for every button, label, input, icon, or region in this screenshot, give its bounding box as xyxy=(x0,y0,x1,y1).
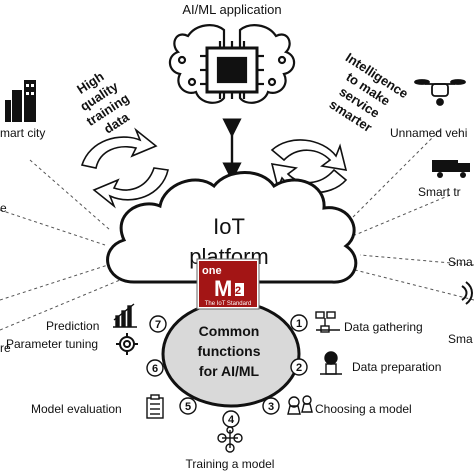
svg-text:5: 5 xyxy=(185,401,191,413)
step-circle-7: 7 xyxy=(149,315,167,333)
device-label-unnamed-vehicle: Unnamed vehi xyxy=(390,126,467,140)
step-circle-4: 4 xyxy=(222,410,240,428)
step-label-training-model: Training a model xyxy=(186,457,275,471)
svg-text:1: 1 xyxy=(296,318,302,330)
ai-chip-brain-icon xyxy=(168,24,296,104)
ai-ml-application-label: AI/ML application xyxy=(182,2,281,17)
choosing-model-icon xyxy=(287,395,313,415)
step-circle-1: 1 xyxy=(290,314,308,332)
step-circle-3: 3 xyxy=(262,397,280,415)
drone-icon xyxy=(414,79,466,106)
left-cycle-arrows-icon xyxy=(80,127,169,209)
svg-text:3: 3 xyxy=(268,401,274,413)
training-model-icon xyxy=(217,426,243,453)
step-label-choosing-model: Choosing a model xyxy=(315,402,412,416)
svg-text:M: M xyxy=(214,276,232,301)
svg-text:4: 4 xyxy=(228,414,235,426)
svg-text:7: 7 xyxy=(155,319,161,331)
device-label-left-re: re xyxy=(0,341,11,355)
parameter-tuning-gear-icon xyxy=(116,333,138,355)
svg-text:2: 2 xyxy=(235,285,241,297)
center-line-2: functions xyxy=(198,343,261,359)
onem2m-logo: one M 2 The IoT Standard xyxy=(196,258,260,310)
smart-city-building-icon xyxy=(5,80,36,122)
cloud-title-line-1: IoT xyxy=(213,214,245,239)
step-label-model-evaluation: Model evaluation xyxy=(31,402,122,416)
step-circle-6: 6 xyxy=(146,359,164,377)
svg-text:The IoT Standard: The IoT Standard xyxy=(205,301,252,307)
step-label-data-gathering: Data gathering xyxy=(344,320,423,334)
prediction-chart-icon xyxy=(113,303,137,328)
center-line-1: Common xyxy=(199,323,260,339)
device-label-smart-city: mart city xyxy=(0,126,45,140)
device-label-left-e: e xyxy=(0,201,7,215)
smart-truck-icon xyxy=(432,160,470,178)
iot-platform-cloud xyxy=(106,171,358,284)
step-label-prediction: Prediction xyxy=(46,319,99,333)
step-circle-2: 2 xyxy=(290,358,308,376)
step-circle-5: 5 xyxy=(179,397,197,415)
center-line-3: for AI/ML xyxy=(199,363,260,379)
data-preparation-icon xyxy=(320,351,342,375)
svg-text:6: 6 xyxy=(152,363,158,375)
device-label-right-sma-2: Sma xyxy=(448,332,473,346)
device-label-right-sma-1: Sma xyxy=(448,255,473,269)
device-label-smart-truck: Smart tr xyxy=(418,185,461,199)
step-label-parameter-tuning: Parameter tuning xyxy=(6,337,98,351)
model-evaluation-icon xyxy=(146,394,164,419)
wifi-icon xyxy=(461,281,473,305)
data-gathering-icon xyxy=(315,311,340,333)
svg-text:2: 2 xyxy=(296,362,302,374)
svg-text:one: one xyxy=(202,265,222,277)
left-arc-text: High quality training data xyxy=(74,69,132,137)
step-label-data-preparation: Data preparation xyxy=(352,360,441,374)
device-connector-lines xyxy=(0,129,474,331)
